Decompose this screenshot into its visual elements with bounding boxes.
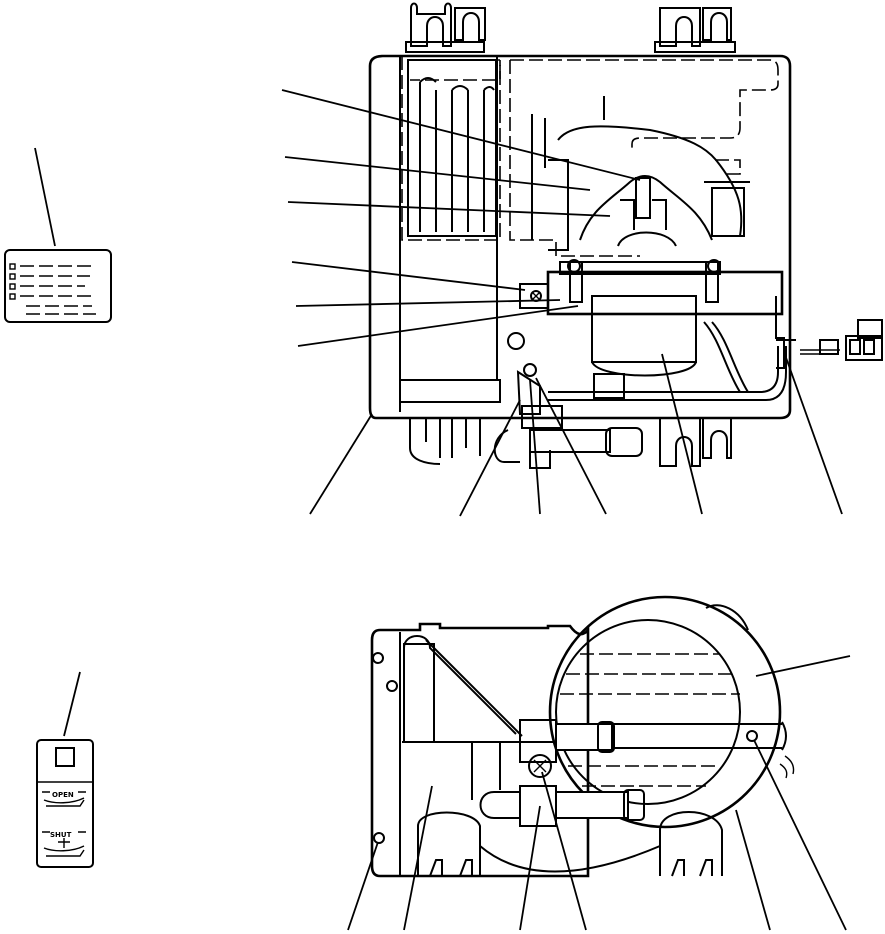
heater-unit-bottom-view [370,595,795,878]
decal-open-text: OPEN [52,791,74,799]
leader-valve-decal [63,671,81,737]
leaders-top-view [281,89,843,517]
caution-label-sticker [4,249,112,323]
leader-caution-label [34,147,56,247]
decal-shut-text: SHUT [50,831,72,839]
heater-unit-front-view [368,2,883,469]
leaders-bottom-view [347,655,851,931]
valve-open-shut-decal: OPEN SHUT [36,739,94,868]
